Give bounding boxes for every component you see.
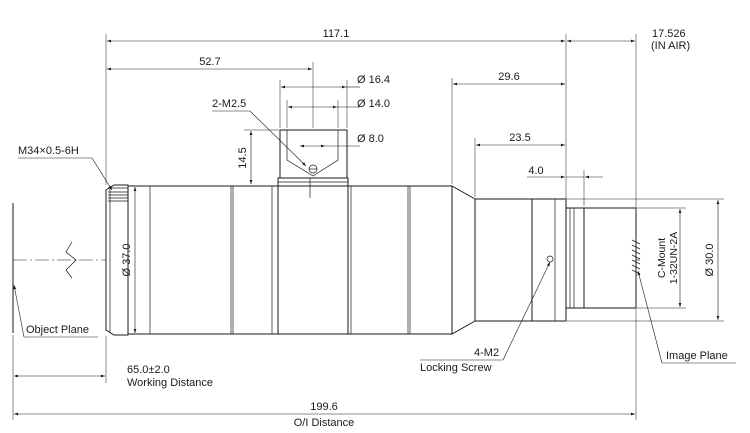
label-dia-37-0: Ø 37.0 [121,243,133,276]
lens-body [105,177,637,336]
dim-14-5: 14.5 [237,129,279,184]
label-thread: M34×0.5-6H [18,145,79,157]
image-plane-callout: Image Plane [637,270,736,364]
label-locking-screw: Locking Screw [420,362,492,374]
label-working-distance: Working Distance [127,377,213,389]
label-in-air: (IN AIR) [651,40,690,52]
label-c-mount-thread: 1-32UN-2A [668,232,680,285]
dim-117-1: 117.1 [105,28,567,199]
dim-oi-distance: 199.6 O/I Distance [12,335,635,429]
label-4-0: 4.0 [528,165,543,177]
label-17-526: 17.526 [652,28,686,40]
label-29-6: 29.6 [498,71,519,83]
dim-29-6: 29.6 [451,71,565,184]
label-117-1: 117.1 [323,28,350,40]
dim-4-0: 4.0 [527,165,603,206]
label-image-plane: Image Plane [666,350,728,362]
label-23-5: 23.5 [509,132,530,144]
label-working-distance-value: 65.0±2.0 [127,364,170,376]
dim-dia-37-0: Ø 37.0 [121,187,137,333]
label-oi-distance-value: 199.6 [310,401,338,413]
object-plane-callout: Object Plane [13,284,98,338]
label-oi-distance: O/I Distance [294,417,355,429]
label-dia-30-0: Ø 30.0 [704,243,716,276]
screw-callout: 2-M2.5 [212,98,307,167]
thread-callout: M34×0.5-6H [18,145,113,191]
label-dia-14-0: Ø 14.0 [357,98,390,110]
dim-dia-14-0: Ø 14.0 [286,98,390,128]
dim-working-distance: 65.0±2.0 Working Distance [14,336,213,389]
screw-boss [279,129,348,198]
c-mount-callout: C-Mount 1-32UN-2A [631,207,686,309]
dim-52-7: 52.7 [107,56,314,128]
dim-17-526: 17.526 (IN AIR) [567,28,690,420]
label-52-7: 52.7 [199,56,220,68]
label-dia-16-4: Ø 16.4 [357,74,390,86]
label-dia-8-0: Ø 8.0 [357,133,384,145]
dim-23-5: 23.5 [474,132,565,197]
dim-dia-8-0: Ø 8.0 [300,133,384,148]
locking-screw-callout: 4-M2 Locking Screw [420,255,554,374]
dim-dia-16-4: Ø 16.4 [279,74,390,128]
label-4-m2: 4-M2 [474,347,499,359]
label-2-m2-5: 2-M2.5 [212,98,246,110]
label-14-5: 14.5 [237,147,249,168]
dim-dia-30-0: Ø 30.0 [567,198,724,322]
label-object-plane: Object Plane [26,324,89,336]
label-c-mount: C-Mount [656,238,668,278]
